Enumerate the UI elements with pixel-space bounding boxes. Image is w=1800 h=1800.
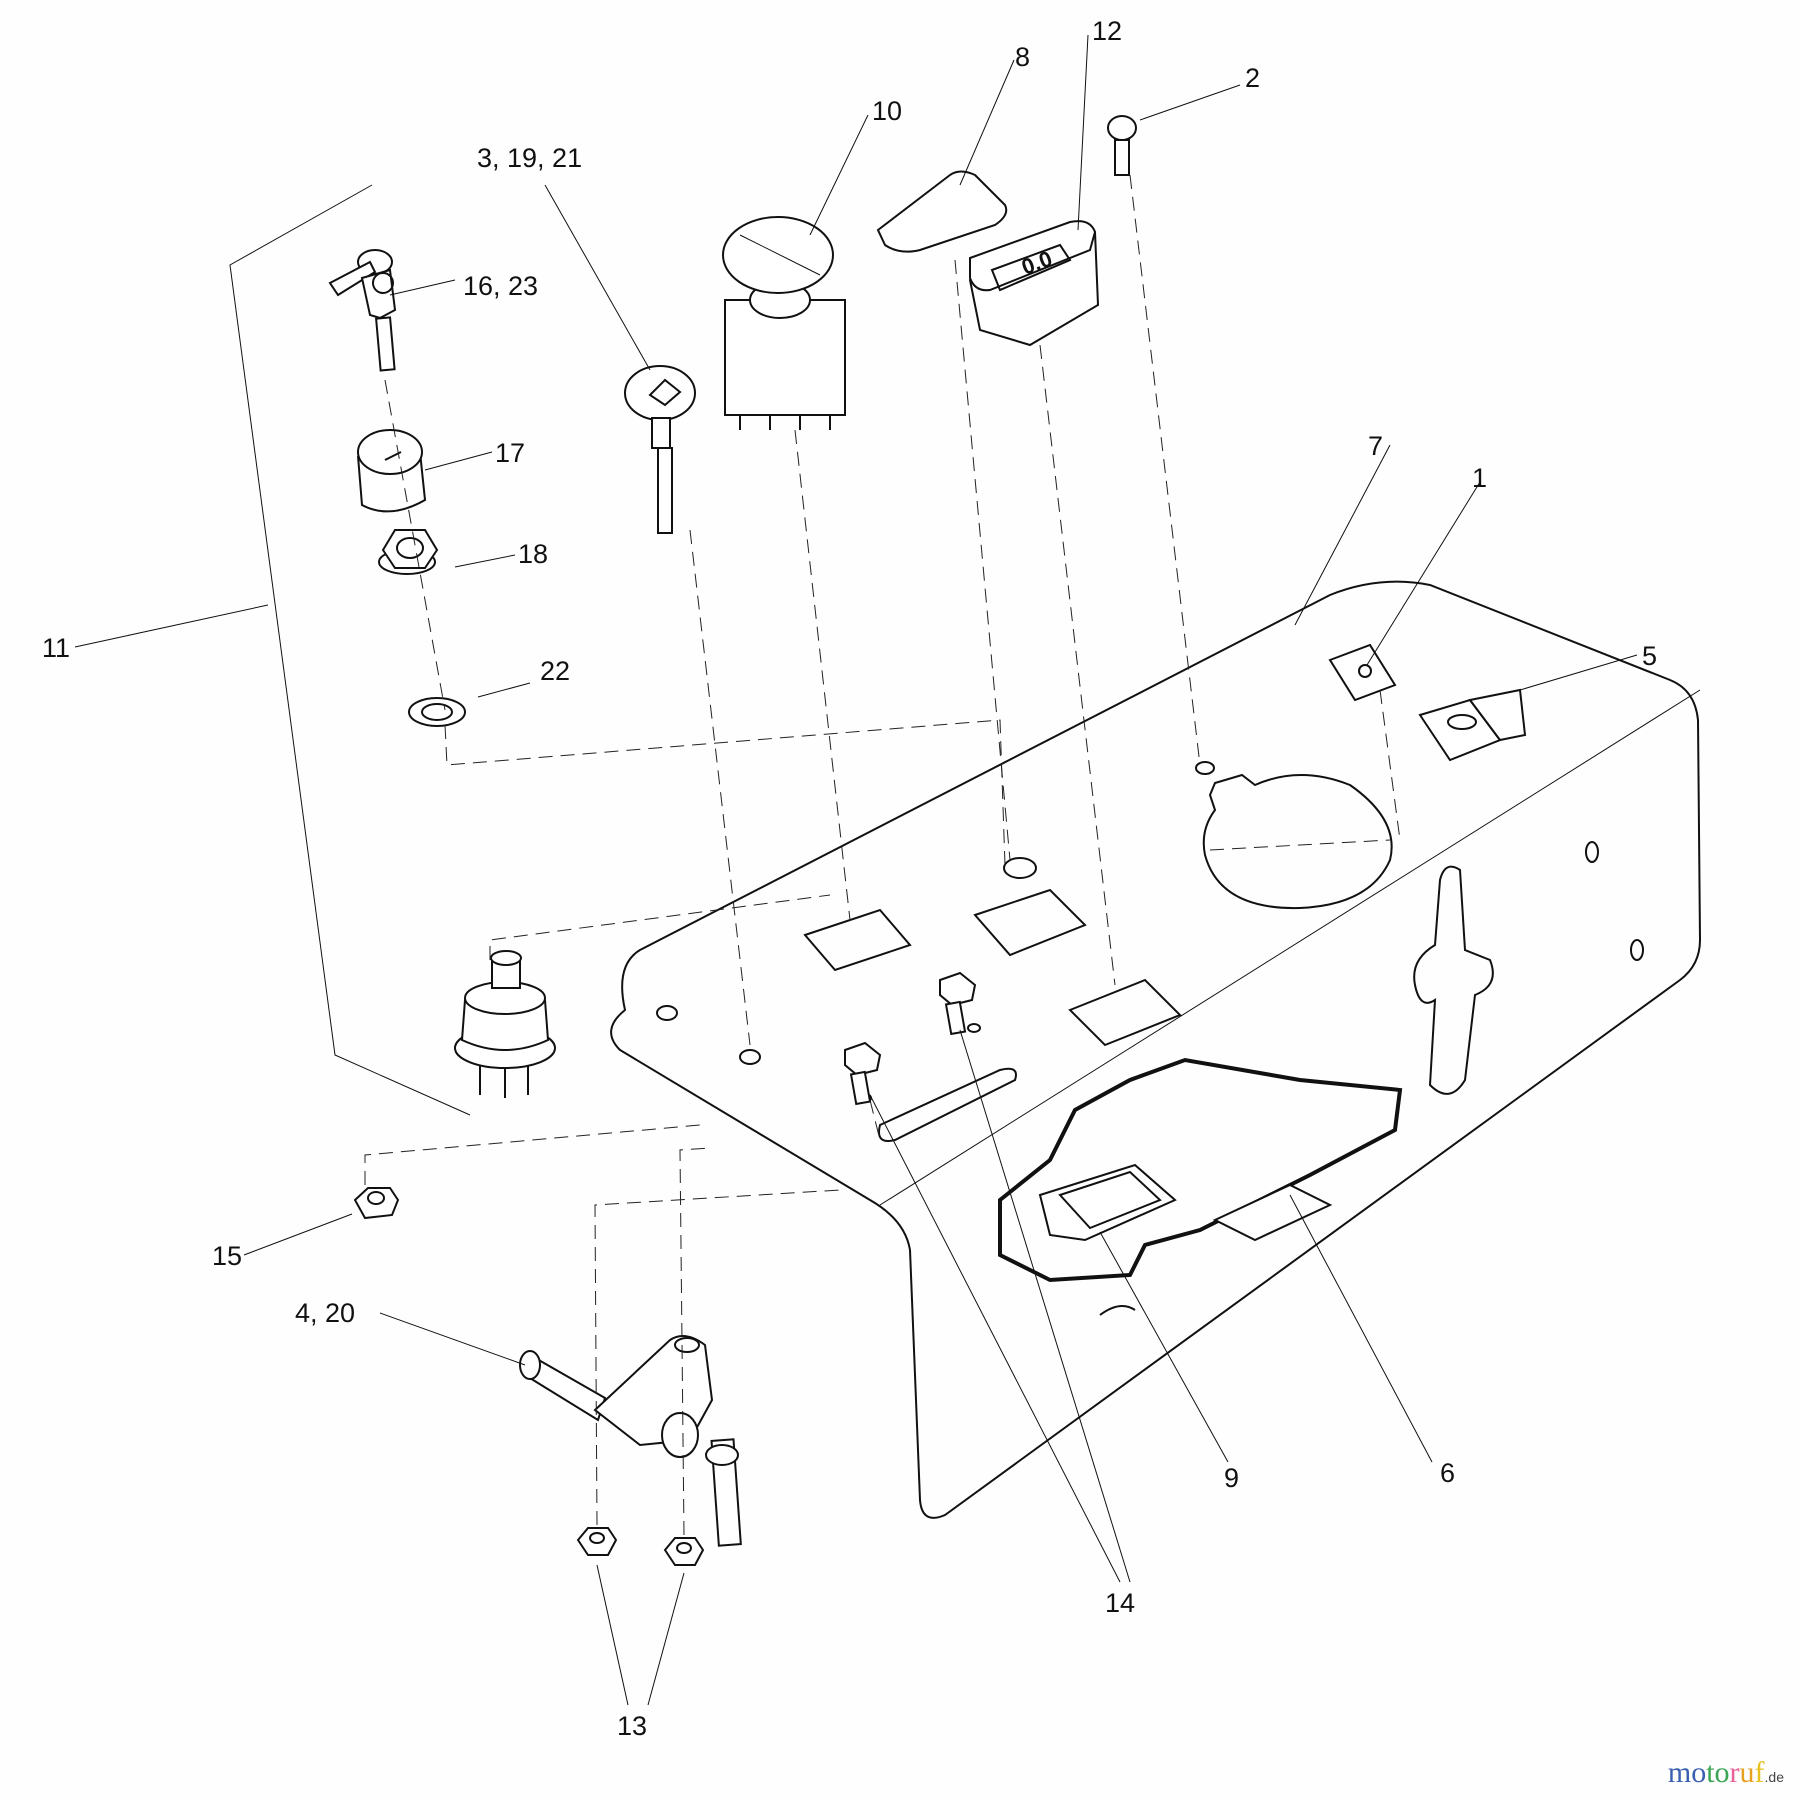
hour-meter: 0.0	[968, 220, 1100, 347]
screw	[1107, 115, 1137, 176]
callout-22: 22	[540, 656, 570, 686]
switch-plug-cover	[876, 170, 1008, 253]
callout-5: 5	[1642, 641, 1657, 671]
callout-7: 7	[1368, 431, 1383, 461]
callout-1: 1	[1472, 463, 1487, 493]
lock-nut	[576, 1527, 618, 1556]
watermark-letter: f	[1754, 1756, 1765, 1789]
watermark-letter: u	[1739, 1756, 1755, 1789]
callout-13: 13	[617, 1711, 647, 1741]
key-cap	[357, 429, 427, 513]
watermark-letter: r	[1729, 1756, 1740, 1789]
watermark-letter: t	[1706, 1756, 1715, 1789]
group-bracket-11	[229, 184, 471, 1116]
callout-4-20: 4, 20	[295, 1298, 355, 1328]
watermark-suffix: .de	[1764, 1769, 1784, 1785]
callout-3-19-21: 3, 19, 21	[477, 143, 582, 173]
callout-6: 6	[1440, 1458, 1455, 1488]
ignition-switch	[454, 950, 556, 1098]
watermark-letter: o	[1714, 1756, 1730, 1789]
bracket	[1418, 688, 1527, 762]
pto-switch	[722, 216, 846, 430]
callout-11: 11	[42, 633, 70, 663]
callout-2: 2	[1245, 63, 1260, 93]
leader-lines	[74, 34, 1638, 1706]
callout-12: 12	[1092, 16, 1122, 46]
callout-labels: 1 2 3, 19, 21 4, 20 5 6 7 9 8 10 11 12 1…	[42, 16, 1657, 1741]
seat-switch	[624, 365, 696, 534]
lever-assembly	[519, 1335, 742, 1547]
bolt	[939, 971, 977, 1036]
callout-9: 9	[1224, 1463, 1239, 1493]
watermark-logo: motoruf.de	[1668, 1756, 1784, 1790]
callout-8: 8	[1015, 42, 1030, 72]
hex-nut	[353, 1187, 400, 1220]
callout-15: 15	[212, 1241, 242, 1271]
watermark-letter: o	[1691, 1756, 1707, 1789]
callout-17: 17	[495, 438, 525, 468]
star-washer	[408, 697, 466, 727]
assembly-lines	[364, 174, 1401, 1536]
speed-nut	[1328, 643, 1397, 702]
bolt	[844, 1041, 882, 1106]
ignition-key	[328, 249, 397, 372]
control-panel-plate	[610, 580, 1702, 1519]
watermark-letter: m	[1667, 1756, 1692, 1789]
callout-18: 18	[518, 539, 548, 569]
ignition-nut	[378, 529, 439, 575]
lock-nut	[663, 1537, 705, 1566]
callout-14: 14	[1105, 1588, 1135, 1618]
callout-16-23: 16, 23	[463, 271, 538, 301]
callout-10: 10	[872, 96, 902, 126]
